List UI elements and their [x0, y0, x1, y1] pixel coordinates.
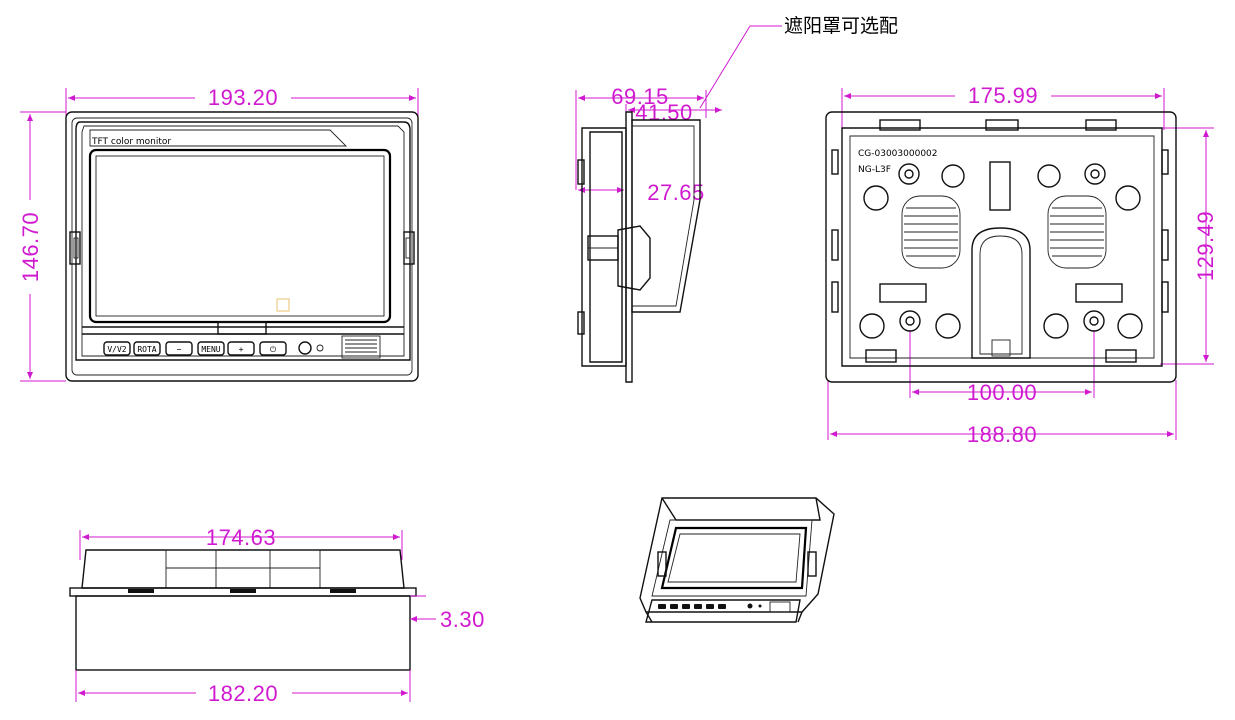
bottom-width-label: 182.20: [208, 681, 278, 706]
plus-button: [227, 341, 255, 356]
menu-button: [197, 341, 225, 356]
front-view: 193.20 146.70 TFT color monitor V/V2: [18, 84, 419, 382]
vent-right: [1047, 195, 1107, 269]
rota-button: [133, 341, 161, 356]
bottom-flange-label: 3.30: [440, 607, 485, 632]
speaker-grille: [341, 335, 381, 359]
side-view: 69.15 41.50 27.65 遮阳罩可选配: [575, 15, 898, 383]
back-width-inner-label: 175.99: [968, 83, 1038, 108]
isometric-view: [639, 497, 835, 623]
bottom-view: 174.63 3.30 182.20: [69, 525, 485, 706]
svg-text:ROTA: ROTA: [137, 345, 156, 354]
back-hole-spacing-label: 100.00: [967, 380, 1037, 405]
back-view: 175.99 129.49 100.00 188.80 CG-030030000…: [825, 82, 1218, 447]
side-depth-total-label: 69.15: [611, 84, 669, 109]
front-width-label: 193.20: [208, 85, 278, 110]
svg-text:⏻: ⏻: [270, 345, 277, 354]
front-brand-text: TFT color monitor: [91, 137, 171, 147]
bottom-top-width-label: 174.63: [206, 525, 276, 550]
front-height-label: 146.70: [18, 212, 43, 282]
model-label: NG-L3F: [858, 165, 891, 175]
vent-left: [901, 195, 961, 269]
power-button: [259, 341, 287, 356]
minus-button: [165, 341, 193, 356]
svg-text:+: +: [239, 345, 244, 354]
svg-text:MENU: MENU: [201, 345, 220, 354]
sunshade-note: 遮阳罩可选配: [784, 15, 898, 37]
part-number-label: CG-03003000002: [858, 149, 938, 159]
back-width-outer-label: 188.80: [967, 422, 1037, 447]
svg-text:−: −: [177, 345, 182, 354]
led-icon: [316, 344, 324, 352]
side-depth-visor-label: 41.50: [635, 100, 693, 125]
vv2-button: [103, 341, 131, 356]
side-depth-body-label: 27.65: [647, 180, 705, 205]
front-button-row: V/V2 ROTA − MENU + ⏻: [103, 341, 324, 356]
svg-text:V/V2: V/V2: [107, 345, 126, 354]
ir-sensor-icon: [298, 341, 312, 355]
back-height-label: 129.49: [1193, 211, 1218, 281]
